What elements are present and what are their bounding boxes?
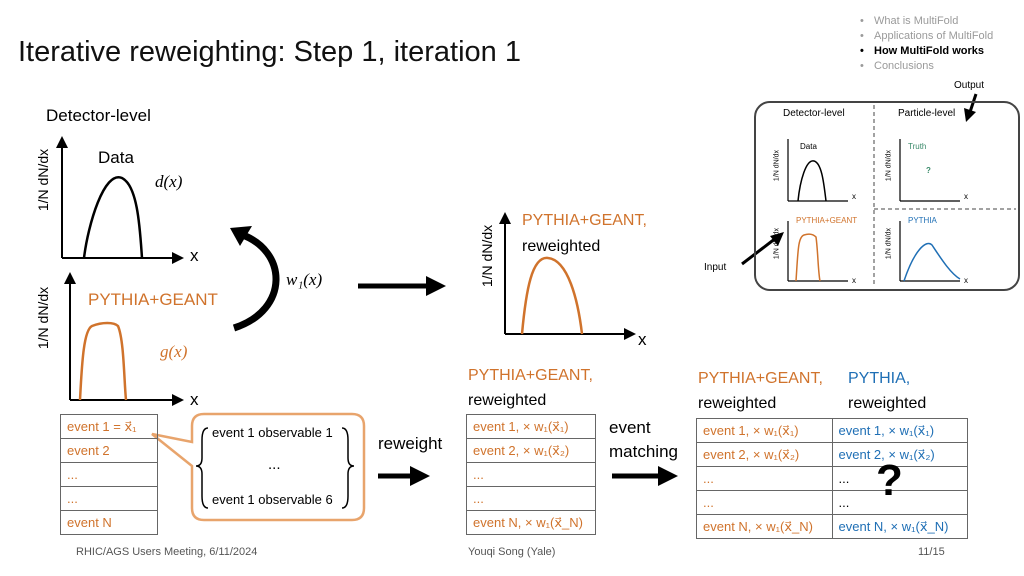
pg-plot-ylabel: 1/N dN/dx — [35, 286, 51, 350]
data-label: Data — [98, 148, 134, 167]
reweighted-plot-xlabel: x — [638, 330, 647, 349]
table-row: ... — [60, 486, 158, 511]
reweighted-plot-axes — [499, 212, 636, 340]
inset-truth: Truth — [908, 142, 927, 151]
pg-plot-axes — [64, 272, 184, 406]
detector-level-label: Detector-level — [46, 106, 151, 125]
callout-bubble — [151, 412, 366, 522]
event-matching-line2: matching — [609, 442, 678, 461]
table-row: event 1, × w₁(x⃗₁) — [696, 418, 833, 443]
inset-ylabel-1: 1/N dN/dx — [773, 149, 781, 182]
table-row: ... — [696, 490, 833, 515]
table-row: event 2 — [60, 438, 158, 463]
w1-x-label: w₁(x) — [286, 270, 323, 289]
table-row: ... — [60, 462, 158, 487]
nav-item-conclusions[interactable]: Conclusions — [860, 59, 993, 74]
reweighted-plot-title-line2: reweighted — [522, 238, 601, 255]
observable-ellipsis: ... — [268, 456, 281, 473]
event-matching-line1: event — [609, 418, 651, 437]
reweighted-curve — [520, 256, 584, 335]
data-plot-axes — [56, 136, 184, 264]
table-row: ... — [466, 462, 596, 487]
inset-particle-level: Particle-level — [898, 108, 956, 119]
observable-first: event 1 observable 1 — [212, 425, 333, 440]
inset-detector-level: Detector-level — [783, 108, 845, 119]
right-table-pythia-title: PYTHIA, — [848, 370, 911, 387]
inset-data: Data — [800, 142, 817, 151]
pg-curve — [78, 321, 128, 401]
data-curve — [82, 176, 144, 259]
table-row: event 2, × w₁(x⃗₂) — [696, 442, 833, 467]
events-table-pg: event 1 = x⃗₁ event 2 ... ... event N — [60, 414, 158, 535]
table-row: event N, × w₁(x⃗_N) — [831, 514, 968, 539]
mid-table-title-line1: PYTHIA+GEANT, — [468, 367, 593, 384]
inset-xlabel-2: x — [964, 192, 968, 201]
d-x-label: d(x) — [155, 172, 183, 191]
inset-input-label: Input — [704, 262, 727, 273]
table-row: event 1, × w₁(x⃗₁) — [466, 414, 596, 439]
inset-panel — [754, 101, 1020, 291]
table-row: event N, × w₁(x⃗_N) — [696, 514, 833, 539]
inset-ylabel-2: 1/N dN/dx — [885, 149, 893, 182]
right-table-pg-title-line2: reweighted — [698, 395, 777, 412]
section-nav: What is MultiFold Applications of MultiF… — [860, 14, 993, 74]
page-title: Iterative reweighting: Step 1, iteration… — [18, 36, 521, 68]
g-x-label: g(x) — [160, 342, 188, 361]
inset-graphics — [787, 105, 1016, 287]
right-table-pg-title-line1: PYTHIA+GEANT, — [698, 370, 823, 387]
reweight-label: reweight — [378, 434, 443, 453]
inset-xlabel-1: x — [852, 192, 856, 201]
inset-xlabel-3: x — [852, 276, 856, 285]
footer-page-number: 11/15 — [918, 546, 945, 558]
right-table-pythia-title-line2: reweighted — [848, 395, 927, 412]
inset-xlabel-4: x — [964, 276, 968, 285]
inset-pythia: PYTHIA — [908, 216, 937, 225]
table-row: event N — [60, 510, 158, 535]
table-row: ... — [696, 466, 833, 491]
nav-item-how-multifold-works[interactable]: How MultiFold works — [860, 44, 993, 59]
events-table-pg-reweighted: event 1, × w₁(x⃗₁) event 2, × w₁(x⃗₂) ..… — [466, 414, 596, 535]
table-row: ... — [831, 466, 968, 491]
footer-author: Youqi Song (Yale) — [468, 546, 556, 558]
footer-meeting: RHIC/AGS Users Meeting, 6/11/2024 — [76, 546, 258, 558]
table-row: event N, × w₁(x⃗_N) — [466, 510, 596, 535]
mid-table-title-line2: reweighted — [468, 392, 547, 409]
inset-pythia-geant: PYTHIA+GEANT — [796, 216, 858, 225]
inset-ylabel-3: 1/N dN/dx — [773, 227, 781, 260]
table-row: ... — [466, 486, 596, 511]
inset-truth-question: ? — [926, 166, 931, 175]
inset-arrows — [741, 93, 978, 266]
inset-ylabel-4: 1/N dN/dx — [885, 227, 893, 260]
pg-plot-xlabel: x — [190, 390, 199, 409]
reweighted-plot-ylabel: 1/N dN/dx — [479, 224, 495, 288]
nav-item-applications[interactable]: Applications of MultiFold — [860, 29, 993, 44]
inset-output-label: Output — [954, 80, 985, 91]
observable-last: event 1 observable 6 — [212, 492, 333, 507]
data-plot-ylabel: 1/N dN/dx — [35, 148, 51, 212]
table-row: event 1, × w₁(x⃗₁) — [831, 418, 968, 443]
question-mark: ? — [876, 456, 903, 505]
pg-label: PYTHIA+GEANT — [88, 290, 218, 309]
table-row: event 2, × w₁(x⃗₂) — [466, 438, 596, 463]
data-plot-xlabel: x — [190, 246, 199, 265]
events-table-matched: event 1, × w₁(x⃗₁)event 1, × w₁(x⃗₁) eve… — [696, 418, 968, 539]
feedback-arrow — [232, 230, 280, 332]
nav-item-what-is-multifold[interactable]: What is MultiFold — [860, 14, 993, 29]
reweighted-plot-title-line1: PYTHIA+GEANT, — [522, 212, 647, 229]
table-row: event 1 = x⃗₁ — [60, 414, 158, 439]
table-row: ... — [831, 490, 968, 515]
